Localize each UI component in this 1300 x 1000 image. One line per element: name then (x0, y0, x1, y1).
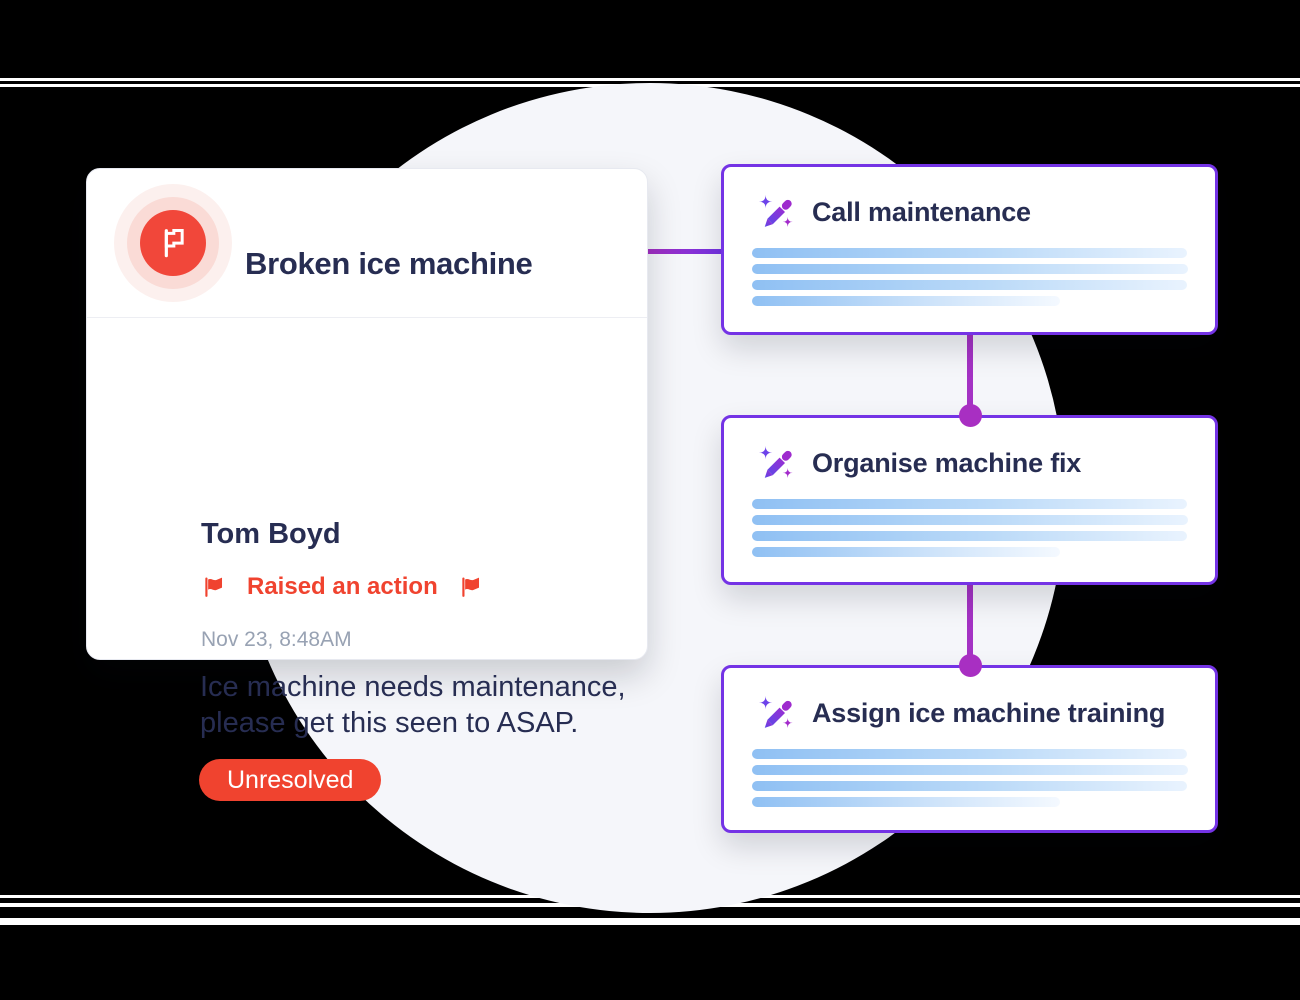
activity-label: Raised an action (247, 573, 438, 600)
top-stripe-1 (0, 78, 1300, 81)
skeleton-line (752, 781, 1187, 791)
connector-dot (959, 404, 982, 427)
skeleton-line (752, 296, 1060, 306)
skeleton-line (752, 531, 1187, 541)
connector-line-2 (967, 585, 973, 665)
timestamp: Nov 23, 8:48AM (201, 628, 352, 651)
incident-title: Broken ice machine (245, 245, 533, 281)
action-card-header: Call maintenance (758, 194, 1031, 230)
avatar-circle (140, 210, 206, 276)
flag-icon (458, 574, 484, 600)
connector-dot (959, 654, 982, 677)
activity-row: Raised an action (201, 573, 484, 601)
connector-line-horizontal (648, 249, 721, 254)
action-card-organise-machine-fix: Organise machine fix (721, 415, 1218, 585)
magic-wand-icon (758, 194, 794, 230)
action-card-call-maintenance: Call maintenance (721, 164, 1218, 335)
incident-card: Broken ice machine Tom Boyd Raised an ac… (86, 168, 648, 801)
action-title: Organise machine fix (812, 447, 1082, 478)
action-card-assign-training: Assign ice machine training (721, 665, 1218, 833)
action-title: Assign ice machine training (812, 697, 1166, 728)
magic-wand-icon (758, 695, 794, 731)
incident-card-header: Broken ice machine (87, 169, 647, 318)
action-title: Call maintenance (812, 196, 1031, 227)
action-card-header: Organise machine fix (758, 445, 1081, 481)
skeleton-line (752, 280, 1187, 290)
skeleton-line (752, 264, 1188, 274)
flag-icon (201, 574, 227, 600)
flag-avatar (114, 184, 232, 302)
incident-message: Ice machine needs maintenance, please ge… (200, 671, 626, 739)
skeleton-line (752, 749, 1187, 759)
status-badge: Unresolved (199, 759, 382, 801)
skeleton-line (752, 765, 1188, 775)
flag-icon (153, 223, 193, 263)
connector-line-1 (967, 335, 973, 415)
skeleton-line (752, 515, 1188, 525)
author-name: Tom Boyd (201, 518, 341, 550)
skeleton-line (752, 797, 1060, 807)
bottom-stripe-3 (0, 918, 1300, 925)
skeleton-line (752, 547, 1060, 557)
action-card-header: Assign ice machine training (758, 695, 1165, 731)
skeleton-line (752, 248, 1187, 258)
skeleton-line (752, 499, 1187, 509)
magic-wand-icon (758, 445, 794, 481)
